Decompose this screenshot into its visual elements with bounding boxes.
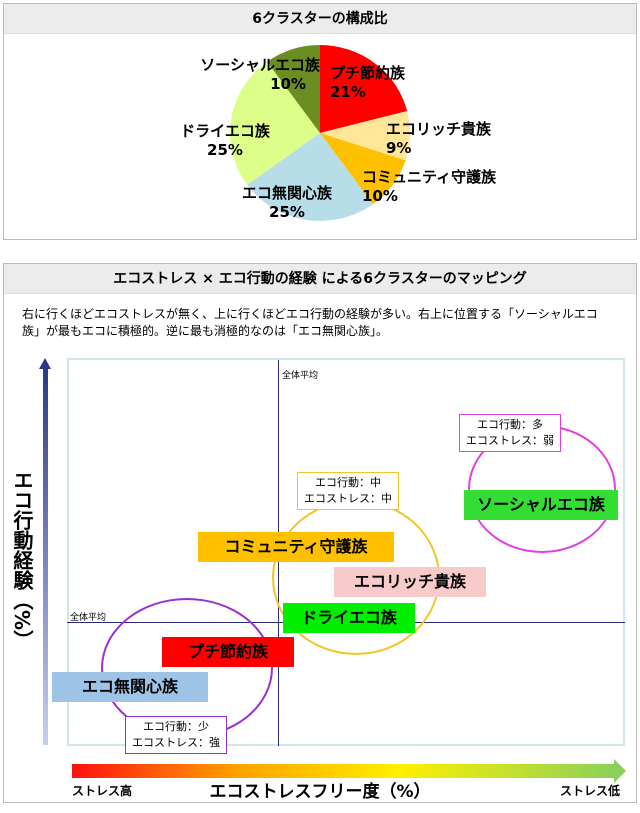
pie-label-value: 10%: [362, 187, 398, 205]
note-high: エコ行動：多エコストレス：弱: [459, 414, 561, 452]
pie-label-value: 10%: [270, 75, 306, 93]
note-line: エコ行動：多: [477, 418, 543, 431]
note-line: エコ行動：少: [143, 720, 209, 733]
pie-label-text: ドライエコ族: [180, 122, 270, 140]
pie-label-value: 9%: [386, 139, 412, 157]
x-axis-high-label: ストレス低: [560, 784, 621, 798]
pie-label-text: ソーシャルエコ族: [200, 56, 320, 74]
pie-label-text: コミュニティ守護族: [362, 168, 497, 186]
cluster-social: ソーシャルエコ族: [464, 490, 618, 520]
y-axis-arrow: [43, 368, 48, 745]
map-panel-title: エコストレス × エコ行動の経験 による6クラスターのマッピング: [4, 264, 636, 294]
x-axis-gradient-bar: [72, 764, 616, 778]
cluster-community: コミュニティ守護族: [198, 532, 394, 562]
note-line: エコ行動：中: [315, 476, 381, 489]
cluster-puchi: プチ節約族: [162, 637, 294, 667]
note-line: エコストレス：弱: [466, 434, 554, 447]
x-axis-arrowhead: [614, 759, 626, 783]
map-description: 右に行くほどエコストレスが無く、上に行くほどエコ行動の経験が多い。右上に位置する…: [22, 307, 598, 338]
pie-slice: [320, 133, 406, 205]
pie-chart: [230, 45, 410, 221]
note-line: エコストレス：強: [132, 736, 220, 749]
cluster-dry: ドライエコ族: [283, 603, 415, 633]
cluster-mukanshin: エコ無関心族: [52, 672, 208, 702]
pie-label-text: エコリッチ貴族: [386, 120, 492, 138]
pie-slice: [267, 45, 320, 133]
note-mid: エコ行動：中エコストレス：中: [297, 472, 399, 510]
pie-slice: [230, 61, 320, 185]
average-label-horizontal: 全体平均: [70, 613, 107, 623]
cluster-ecorich: エコリッチ貴族: [334, 567, 486, 597]
x-axis-low-label: ストレス高: [72, 784, 133, 798]
pie-slice: [320, 111, 410, 161]
average-label-vertical: 全体平均: [282, 371, 319, 381]
pie-label-value: 21%: [330, 83, 366, 101]
y-axis-arrowhead: [39, 358, 51, 369]
pie-label-value: 25%: [269, 203, 305, 221]
note-low: エコ行動：少エコストレス：強: [125, 716, 227, 754]
pie-slice: [247, 133, 373, 221]
pie-label-text: エコ無関心族: [241, 184, 332, 202]
x-axis-label: エコストレスフリー度（%）: [209, 782, 431, 802]
note-line: エコストレス：中: [304, 492, 392, 505]
pie-label-value: 25%: [207, 141, 243, 159]
pie-label-text: プチ節約族: [330, 64, 406, 82]
pie-panel-title: 6クラスターの構成比: [4, 4, 636, 34]
pie-slice: [320, 45, 408, 133]
y-axis-label: エコ行動経験（%）: [10, 470, 34, 651]
